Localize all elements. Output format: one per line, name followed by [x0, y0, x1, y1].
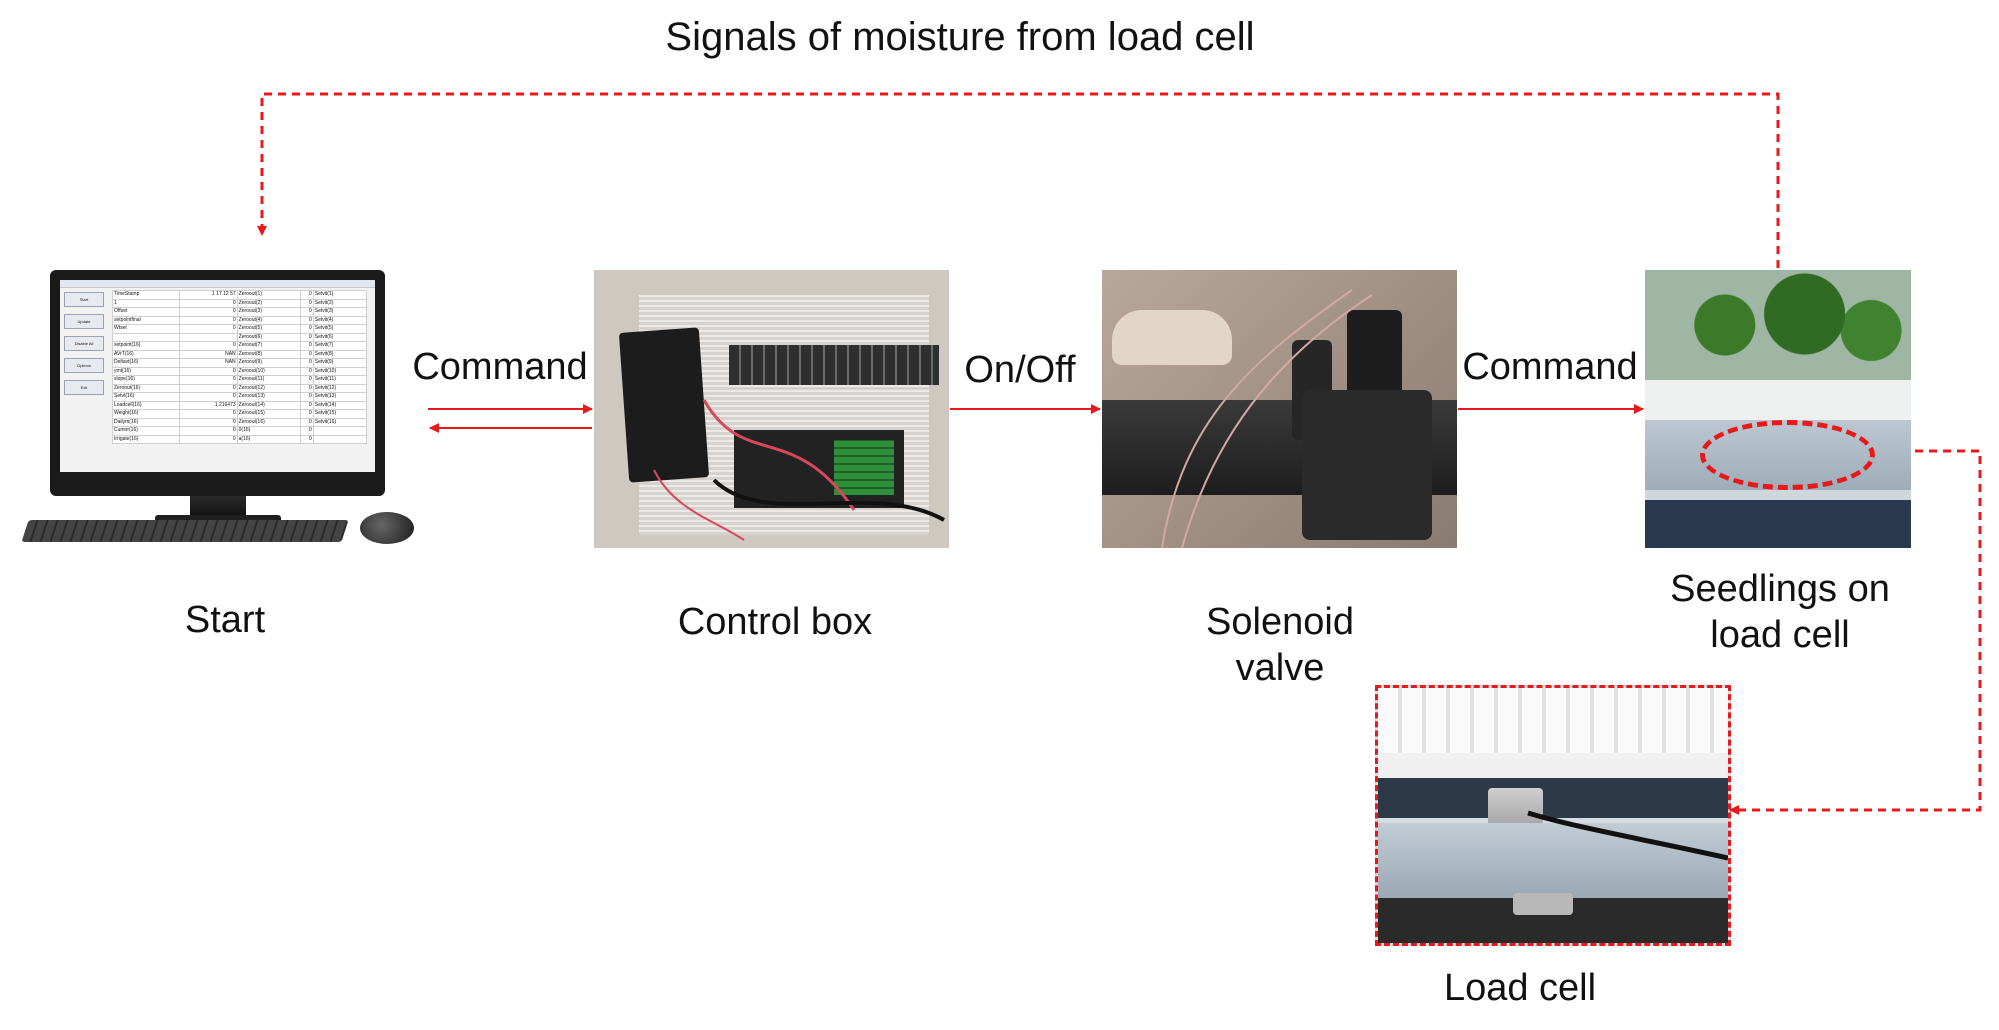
node-label-seedlings-1: Seedlings on [1670, 568, 1890, 610]
feedback-signal-arrow [257, 92, 1780, 268]
node-label-seedlings-2: load cell [1710, 614, 1850, 656]
screen-button: Start [64, 292, 104, 307]
monitor-stand [190, 496, 246, 518]
edge-label-command-1: Command [412, 346, 588, 388]
solenoid-valve-photo [1102, 270, 1457, 548]
control-box-photo [594, 270, 949, 548]
node-label-control-box: Control box [677, 601, 873, 643]
screen-table-cell: 0 [178, 434, 238, 444]
screen-button-panel: Start Update Disable All Options Exit [64, 292, 104, 402]
computer-illustration: Start Update Disable All Options Exit Ti… [20, 270, 420, 570]
monitor-screen: Start Update Disable All Options Exit Ti… [60, 280, 375, 472]
monitor: Start Update Disable All Options Exit Ti… [50, 270, 385, 496]
edge-label-command-2: Command [1462, 346, 1638, 388]
screen-table-cell [312, 434, 368, 444]
diagram-title: Signals of moisture from load cell [665, 15, 1255, 59]
screen-table-cell: a(16) [236, 434, 302, 444]
mouse [360, 512, 414, 544]
seedling-tray [1645, 380, 1911, 420]
valve-handle [1112, 310, 1232, 365]
screen-button: Update [64, 314, 104, 329]
relay-terminal-strip [729, 345, 939, 385]
load-cell-highlight [1700, 420, 1875, 490]
node-label-solenoid-1: Solenoid [1206, 601, 1354, 643]
screen-button: Exit [64, 380, 104, 395]
edge-label-on-off: On/Off [964, 349, 1076, 391]
node-label-solenoid-2: valve [1235, 647, 1325, 689]
node-label-load-cell: Load cell [1443, 967, 1597, 1009]
detail-callout-arrow [1729, 449, 1982, 815]
screen-button: Options [64, 358, 104, 373]
seedling-leaves [1645, 270, 1911, 380]
load-cell-photo [1375, 685, 1731, 946]
seedlings-photo [1645, 270, 1911, 548]
node-label-start: Start [184, 599, 266, 641]
screen-button: Disable All [64, 336, 104, 351]
